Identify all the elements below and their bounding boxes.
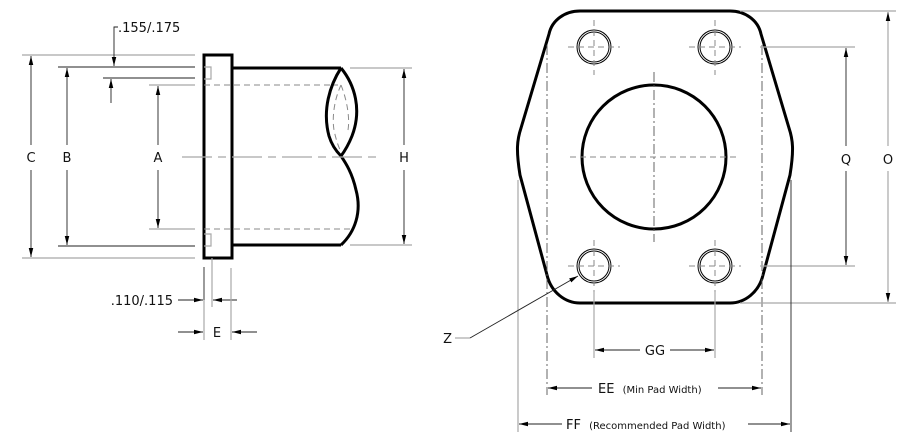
label-b: B bbox=[63, 151, 72, 166]
offset-callout: .110/.115 bbox=[111, 294, 173, 309]
label-ee-code: EE bbox=[598, 382, 614, 397]
label-ff-code: FF bbox=[566, 418, 581, 433]
oring-groove-top bbox=[204, 66, 212, 80]
oring-groove-bottom bbox=[204, 233, 212, 247]
groove-leader bbox=[111, 26, 118, 66]
label-h: H bbox=[399, 151, 409, 166]
label-ff: FF (Recommended Pad Width) bbox=[566, 418, 726, 433]
groove-callout: .155/.175 bbox=[118, 21, 180, 36]
bolt-hole-bottom-left bbox=[568, 240, 620, 292]
label-q: Q bbox=[841, 153, 851, 168]
label-z: Z bbox=[443, 332, 452, 347]
flange-outline bbox=[516, 9, 794, 305]
label-ee-note: (Min Pad Width) bbox=[623, 385, 702, 396]
bolt-hole-top-left bbox=[568, 20, 620, 75]
label-ff-note: (Recommended Pad Width) bbox=[589, 421, 725, 432]
tube-break-inner bbox=[324, 67, 343, 158]
label-gg: GG bbox=[645, 344, 665, 359]
tube-body bbox=[232, 66, 341, 247]
side-view: C B A .155/.175 H .110/.115 E bbox=[22, 21, 412, 341]
bolt-hole-bottom-right bbox=[689, 240, 741, 292]
bolt-hole-top-right bbox=[689, 20, 741, 75]
label-e: E bbox=[213, 326, 221, 341]
label-c: C bbox=[26, 151, 35, 166]
label-o: O bbox=[883, 153, 893, 168]
label-a: A bbox=[154, 151, 163, 166]
label-ee: EE (Min Pad Width) bbox=[598, 382, 702, 397]
tube-break-hidden bbox=[332, 84, 350, 153]
front-view: Q O GG EE (Min Pad Width) FF (Recommende… bbox=[443, 9, 896, 433]
z-leader bbox=[469, 275, 579, 339]
